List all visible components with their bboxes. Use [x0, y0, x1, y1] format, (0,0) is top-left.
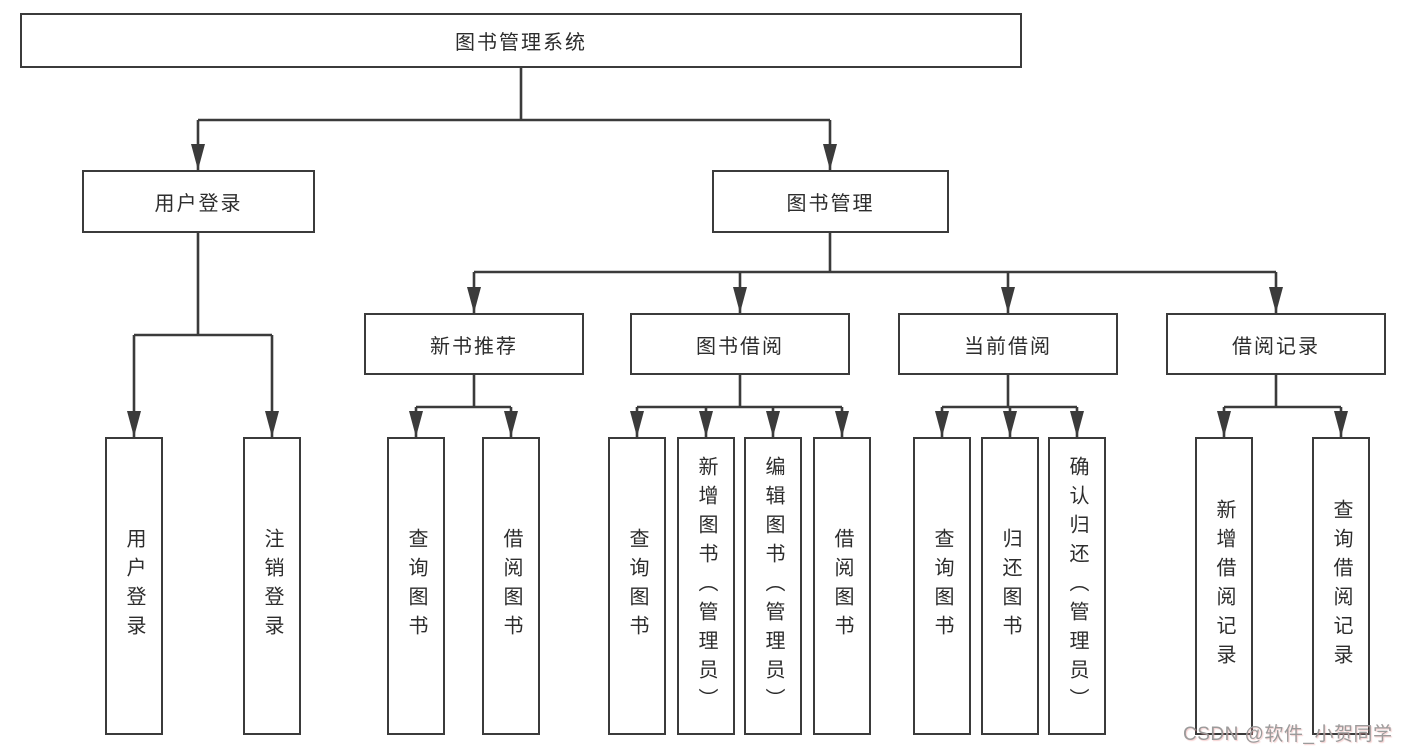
node-book-borrowing: 图书借阅 — [630, 313, 850, 375]
leaf-edit-book-admin: 编辑图书（管理员） — [744, 437, 802, 735]
leaf-borrow-books-borrowing: 借阅图书 — [813, 437, 871, 735]
leaf-label: 注销登录 — [261, 528, 283, 644]
leaf-label: 归还图书 — [999, 528, 1021, 644]
leaf-add-book-admin: 新增图书（管理员） — [677, 437, 735, 735]
leaf-return-books: 归还图书 — [981, 437, 1039, 735]
leaf-label: 查询借阅记录 — [1330, 499, 1352, 673]
leaf-add-borrow-record: 新增借阅记录 — [1195, 437, 1253, 735]
leaf-label: 确认归还（管理员） — [1066, 455, 1088, 717]
leaf-logout: 注销登录 — [243, 437, 301, 735]
leaf-label: 查询图书 — [405, 528, 427, 644]
node-user-login: 用户登录 — [82, 170, 315, 233]
leaf-label: 借阅图书 — [831, 528, 853, 644]
leaf-confirm-return-admin: 确认归还（管理员） — [1048, 437, 1106, 735]
leaf-borrow-books-recommend: 借阅图书 — [482, 437, 540, 735]
leaf-query-books-current: 查询图书 — [913, 437, 971, 735]
leaf-label: 查询图书 — [626, 528, 648, 644]
leaf-query-borrow-record: 查询借阅记录 — [1312, 437, 1370, 735]
node-new-book-recommendation: 新书推荐 — [364, 313, 584, 375]
leaf-label: 用户登录 — [123, 528, 145, 644]
node-book-management: 图书管理 — [712, 170, 949, 233]
node-borrowing-records: 借阅记录 — [1166, 313, 1386, 375]
node-root-library-management-system: 图书管理系统 — [20, 13, 1022, 68]
leaf-label: 新增图书（管理员） — [695, 455, 717, 717]
leaf-label: 借阅图书 — [500, 528, 522, 644]
leaf-label: 编辑图书（管理员） — [762, 455, 784, 717]
leaf-query-books-borrowing: 查询图书 — [608, 437, 666, 735]
leaf-label: 新增借阅记录 — [1213, 499, 1235, 673]
leaf-query-books-recommend: 查询图书 — [387, 437, 445, 735]
leaf-user-login: 用户登录 — [105, 437, 163, 735]
csdn-watermark: CSDN @软件_小贺同学 — [1183, 724, 1393, 745]
leaf-label: 查询图书 — [931, 528, 953, 644]
node-current-borrowing: 当前借阅 — [898, 313, 1118, 375]
